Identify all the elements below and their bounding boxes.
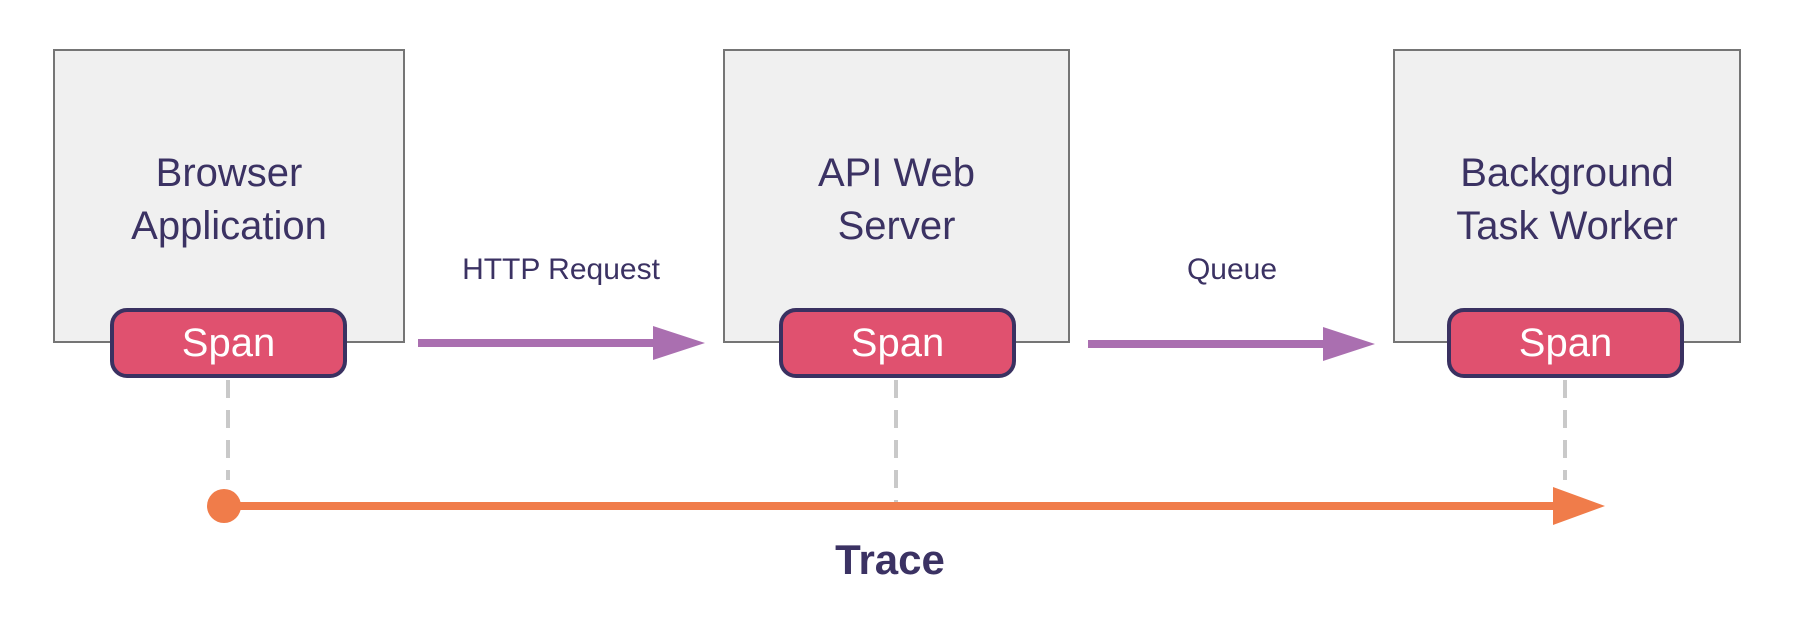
trace-start-dot-icon [207,489,241,523]
span-dashed-connector [1563,380,1567,480]
node-title: API Web Server [817,151,976,248]
trace-arrowhead-icon [1553,487,1605,525]
span-badge-label: Span [850,321,945,365]
node-browser-application: Browser Application [53,49,405,343]
span-badge-label: Span [181,321,276,365]
trace-label: Trace [835,536,945,583]
span-badge-worker: Span [1447,308,1684,378]
node-title: Browser Application [131,151,327,248]
span-badge-label: Span [1518,321,1613,365]
span-badge-api: Span [779,308,1016,378]
span-dashed-connector [226,380,230,480]
queue-label: Queue [1186,253,1278,286]
node-title: Background Task Worker [1456,151,1678,248]
queue-arrowhead-icon [1323,327,1375,361]
trace-timeline-line [223,502,1558,510]
span-dashed-connector [894,380,898,505]
node-api-web-server: API Web Server [723,49,1070,343]
queue-arrow-line [1088,340,1328,348]
http-request-arrowhead-icon [653,326,705,360]
http-request-arrow-line [418,339,658,347]
node-background-task-worker: Background Task Worker [1393,49,1741,343]
span-badge-browser: Span [110,308,347,378]
http-request-label: HTTP Request [462,253,660,286]
